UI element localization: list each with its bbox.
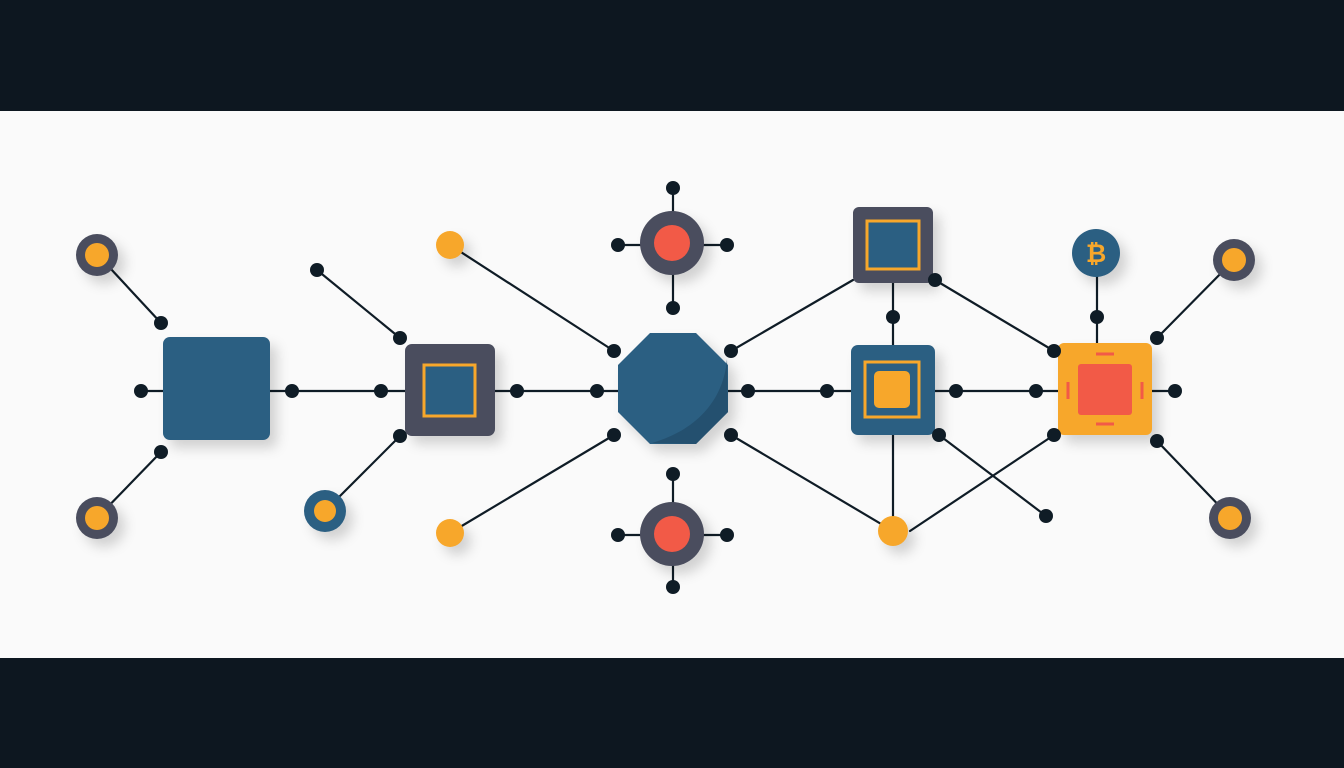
bitcoin-icon: ₿ <box>1086 239 1106 268</box>
block-node-2 <box>405 344 495 436</box>
hub-node <box>618 333 728 444</box>
junction-dot <box>928 273 942 287</box>
junction-dot <box>724 344 738 358</box>
junction-dot <box>1090 310 1104 324</box>
edge <box>315 268 402 340</box>
target-node-bottom <box>640 502 704 566</box>
bottom-letterbox-band <box>0 658 1344 768</box>
junction-dot <box>607 428 621 442</box>
junction-dot <box>1047 428 1061 442</box>
junction-dot <box>510 384 524 398</box>
leaf-node-4 <box>436 231 464 259</box>
junction-dot <box>1150 434 1164 448</box>
junction-dot <box>607 344 621 358</box>
leaf-node-2 <box>76 497 118 539</box>
junction-dot <box>1150 331 1164 345</box>
junction-dot <box>666 580 680 594</box>
junction-dot <box>1047 344 1061 358</box>
leaf-node-3 <box>304 490 346 532</box>
junction-dot <box>666 301 680 315</box>
junction-dot <box>724 428 738 442</box>
junction-dot <box>393 331 407 345</box>
junction-dot <box>666 467 680 481</box>
leaf-node-1 <box>76 234 118 276</box>
edge <box>908 433 1056 533</box>
junction-dot <box>611 528 625 542</box>
edge <box>933 278 1056 353</box>
junction-dot <box>949 384 963 398</box>
junction-dots <box>134 181 1182 594</box>
block-node-1 <box>163 337 270 440</box>
junction-dot <box>590 384 604 398</box>
junction-dot <box>393 429 407 443</box>
block-node-5 <box>1058 343 1152 435</box>
junction-dot <box>886 310 900 324</box>
coin-node: ₿ <box>1072 229 1120 277</box>
junction-dot <box>1039 509 1053 523</box>
junction-dot <box>374 384 388 398</box>
junction-dot <box>285 384 299 398</box>
svg-text:₿: ₿ <box>1086 239 1106 268</box>
leaf-node-7 <box>1213 239 1255 281</box>
leaf-node-8 <box>1209 497 1251 539</box>
leaf-node-5 <box>436 519 464 547</box>
edge <box>729 278 855 353</box>
junction-dot <box>932 428 946 442</box>
junction-dot <box>611 238 625 252</box>
network-diagram: ₿ <box>76 181 1255 594</box>
block-node-3 <box>851 345 935 435</box>
edge <box>729 433 895 533</box>
edge <box>448 243 616 353</box>
block-node-4 <box>853 207 933 283</box>
top-letterbox-band <box>0 0 1344 111</box>
junction-dot <box>1168 384 1182 398</box>
junction-dot <box>154 316 168 330</box>
junction-dot <box>1029 384 1043 398</box>
junction-dot <box>820 384 834 398</box>
junction-dot <box>310 263 324 277</box>
target-node-top <box>640 211 704 275</box>
junction-dot <box>720 528 734 542</box>
edge <box>448 433 616 535</box>
junction-dot <box>720 238 734 252</box>
junction-dot <box>666 181 680 195</box>
diagram-canvas: ₿ <box>0 111 1344 658</box>
junction-dot <box>134 384 148 398</box>
leaf-node-6 <box>878 516 908 546</box>
junction-dot <box>154 445 168 459</box>
junction-dot <box>741 384 755 398</box>
